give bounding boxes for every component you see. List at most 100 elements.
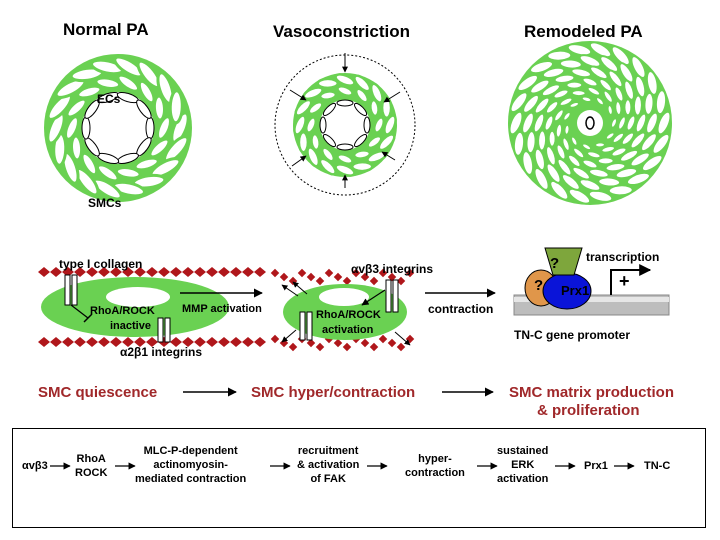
smooth-muscle-cell <box>581 76 599 88</box>
collagen-fiber <box>206 337 218 347</box>
smooth-muscle-cell <box>156 115 172 141</box>
smooth-muscle-cell <box>552 88 570 100</box>
collagen-fragment <box>387 272 397 282</box>
smooth-muscle-cell <box>521 111 535 135</box>
collagen-fragment <box>360 338 370 348</box>
hyper-smc <box>283 284 407 340</box>
transcription-start-arrow <box>610 264 652 295</box>
remodeled-pa-vessel <box>508 41 672 205</box>
smooth-muscle-cell <box>589 65 609 81</box>
smooth-muscle-cell <box>581 142 593 152</box>
smooth-muscle-cell <box>567 187 592 205</box>
endothelial-cell <box>354 134 368 148</box>
smooth-muscle-cell <box>641 153 664 173</box>
arrows-layer <box>50 53 652 470</box>
smooth-muscle-cell <box>533 167 550 191</box>
mechanism-row <box>38 247 670 352</box>
collagen-fiber <box>218 337 230 347</box>
smooth-muscle-cell <box>94 76 122 90</box>
smooth-muscle-cell <box>606 104 614 116</box>
smooth-muscle-cell <box>618 62 635 84</box>
smooth-muscle-cell <box>318 157 337 176</box>
smooth-muscle-cell <box>80 151 99 177</box>
smooth-muscle-cell <box>604 161 627 173</box>
collagen-fragment <box>333 272 343 282</box>
smooth-muscle-cell <box>613 85 625 103</box>
smooth-muscle-cell <box>645 111 659 135</box>
constriction-arrow <box>381 151 396 161</box>
smooth-muscle-cell <box>570 89 587 98</box>
smooth-muscle-cell <box>632 94 643 117</box>
smooth-muscle-cell <box>586 85 602 97</box>
smooth-muscle-cell <box>610 117 618 129</box>
smooth-muscle-cell <box>540 83 561 98</box>
integrin-receptor <box>71 274 78 306</box>
pathway-step-prx1: Prx1 <box>584 460 608 472</box>
collagen-fiber <box>254 337 266 347</box>
smooth-muscle-cell <box>152 94 166 122</box>
endothelial-cell <box>145 116 155 140</box>
smooth-muscle-cell <box>512 130 526 157</box>
smooth-muscle-cell <box>306 146 321 168</box>
smooth-muscle-cell <box>350 160 374 173</box>
collagen-fiber <box>254 267 266 277</box>
smooth-muscle-cell <box>316 77 340 90</box>
collagen-fragment <box>387 338 397 348</box>
collagen-fiber <box>230 337 242 347</box>
smooth-muscle-cell <box>310 132 321 152</box>
smooth-muscle-cell <box>133 156 160 172</box>
smooth-muscle-cell <box>353 74 372 93</box>
smooth-muscle-cell <box>595 96 605 107</box>
smooth-muscle-cell <box>611 131 626 144</box>
collagen-fiber <box>146 337 158 347</box>
collagen-fiber <box>62 337 74 347</box>
vessel-cross-sections <box>44 41 672 205</box>
collagen-fragment <box>378 334 388 344</box>
smooth-muscle-cell <box>610 45 631 67</box>
collagen-fiber <box>194 337 206 347</box>
smooth-muscle-cell <box>572 146 586 160</box>
collagen-fiber <box>110 267 122 277</box>
endothelial-cell <box>322 134 336 148</box>
collagen-fragment <box>324 268 334 278</box>
smooth-muscle-cell <box>168 89 184 125</box>
tnc-promoter-label: TN-C gene promoter <box>514 328 631 342</box>
smooth-muscle-cell <box>623 98 633 117</box>
tension-arrow <box>281 329 297 343</box>
collagen-fragment <box>378 268 388 278</box>
normal-pa-vessel <box>44 54 192 202</box>
collagen-fiber <box>122 267 134 277</box>
smooth-muscle-cell <box>656 110 672 136</box>
vasoconstriction-title: Vasoconstriction <box>273 22 410 41</box>
stage-proliferation: & proliferation <box>537 402 640 419</box>
stage-quiescence: SMC quiescence <box>38 384 158 401</box>
collagen-fiber <box>134 267 146 277</box>
smooth-muscle-cell <box>525 130 537 155</box>
smooth-muscle-cell <box>307 100 324 116</box>
collagen-fiber <box>218 267 230 277</box>
collagen-band-top <box>38 267 266 277</box>
smooth-muscle-cell <box>560 173 581 191</box>
smooth-muscle-cell <box>529 78 551 95</box>
collagen-fiber <box>242 337 254 347</box>
quiescent-nucleus <box>106 287 170 307</box>
smooth-muscle-cell <box>568 100 581 109</box>
smooth-muscle-cell <box>137 79 156 105</box>
collagen-fiber <box>206 267 218 277</box>
smooth-muscle-cell <box>607 69 624 89</box>
rhoa-active-label: RhoA/ROCK <box>316 309 381 321</box>
collagen-fiber <box>122 337 134 347</box>
collagen-fiber <box>38 337 50 347</box>
smooth-muscle-cell <box>537 129 548 152</box>
inhibition-bar <box>83 313 93 323</box>
smooth-muscle-cell <box>623 79 635 101</box>
smooth-muscle-cell <box>521 150 535 176</box>
collagen-fiber <box>146 267 158 277</box>
collagen-fiber <box>98 267 110 277</box>
avb3-integrin <box>392 279 399 313</box>
smooth-muscle-cell <box>578 178 602 192</box>
collagen-fragment <box>396 342 406 352</box>
smooth-muscle-cell <box>654 89 668 116</box>
smooth-muscle-cell <box>369 82 384 104</box>
